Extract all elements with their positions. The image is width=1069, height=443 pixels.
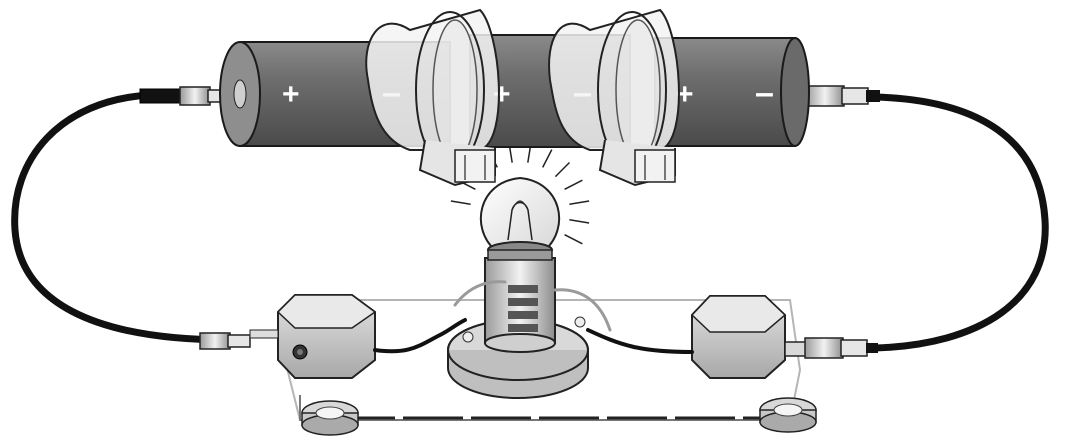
connector-left-top <box>140 87 228 105</box>
board-foot-left <box>302 401 358 435</box>
bulb-ray <box>569 220 589 223</box>
battery-1-positive-label: + <box>282 78 300 111</box>
board-foot-right <box>760 398 816 432</box>
terminal-block-left <box>278 295 375 378</box>
battery-holder-2 <box>549 10 679 185</box>
connector-right-bottom <box>785 338 878 358</box>
light-bulb <box>481 178 559 260</box>
bulb-ray <box>565 235 583 244</box>
bulb-ray <box>543 150 552 168</box>
bulb-ray <box>555 163 569 177</box>
bulb-socket <box>485 258 555 352</box>
battery-holder-1 <box>366 10 499 185</box>
connector-left-bottom <box>200 330 278 349</box>
battery-pack: + – + – + – <box>220 35 809 147</box>
bulb-ray <box>569 201 589 204</box>
battery-3-negative-label: – <box>755 74 774 112</box>
bulb-ray <box>451 201 471 204</box>
bulb-ray <box>565 180 583 189</box>
terminal-block-right <box>692 296 785 378</box>
